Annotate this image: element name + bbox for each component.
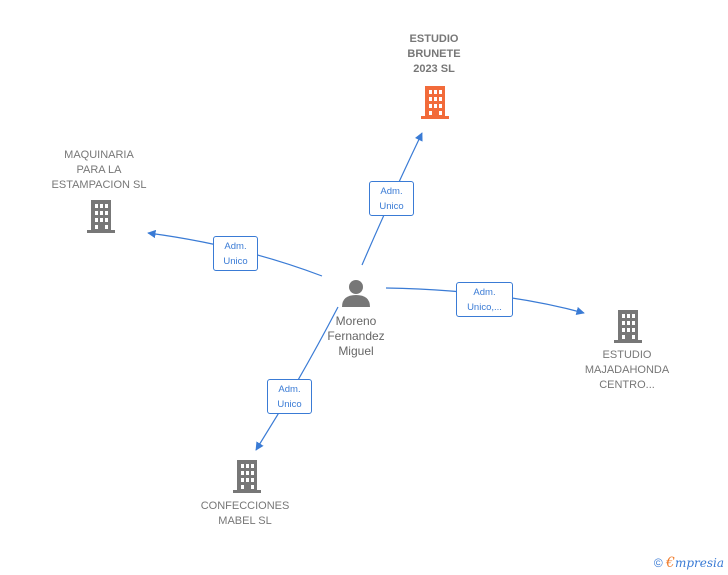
relation-label-maquinaria[interactable]: Adm. Unico — [213, 236, 258, 271]
company-name-estudio-brunete[interactable]: ESTUDIO BRUNETE 2023 SL — [407, 33, 461, 75]
company-name-confecciones[interactable]: CONFECCIONES MABEL SL — [200, 500, 290, 527]
company-name-maquinaria[interactable]: MAQUINARIA PARA LA ESTAMPACION SL — [51, 149, 147, 191]
building-icon[interactable] — [231, 458, 263, 494]
building-icon[interactable] — [85, 198, 117, 234]
relation-label-confecciones[interactable]: Adm. Unico — [267, 379, 312, 414]
person-icon[interactable] — [340, 278, 372, 308]
brand-name: mpresia — [674, 556, 724, 570]
relation-label-estudio-majadahonda[interactable]: Adm. Unico,... — [456, 282, 513, 317]
person-name[interactable]: Moreno Fernandez Miguel — [327, 314, 385, 358]
footer-brand: © €mpresia — [654, 555, 724, 571]
building-icon[interactable] — [419, 84, 451, 120]
brand-initial: € — [666, 555, 675, 571]
company-name-estudio-majadahonda[interactable]: ESTUDIO MAJADAHONDA CENTRO... — [584, 349, 670, 391]
building-icon[interactable] — [612, 308, 644, 344]
relation-label-estudio-brunete[interactable]: Adm. Unico — [369, 181, 414, 216]
copyright-icon: © — [653, 556, 663, 570]
